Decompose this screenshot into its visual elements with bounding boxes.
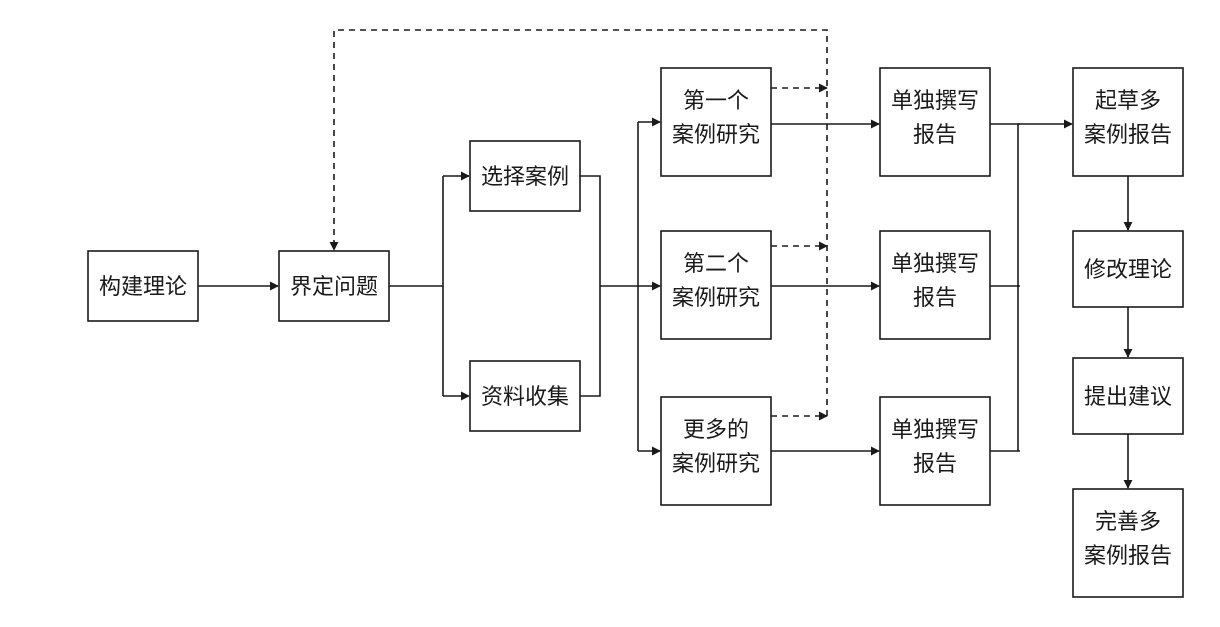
individual-report-3-box: [879, 396, 991, 506]
refine-report-label-line2: 案例报告: [1084, 544, 1172, 569]
draft-cross-case-report-box: [1072, 67, 1184, 177]
individual-report-1-label-line1: 单独撰写: [891, 89, 979, 114]
individual-report-1-box: [879, 67, 991, 177]
case-study-2-label-line1: 第二个: [683, 252, 749, 277]
case-study-1-label-line1: 第一个: [683, 89, 749, 114]
case-study-2-box: [660, 230, 772, 340]
case-study-3-label-line2: 案例研究: [672, 452, 760, 477]
individual-report-2-label-line1: 单独撰写: [891, 252, 979, 277]
refine-cross-case-report-box: [1072, 488, 1184, 598]
revise-theory-label: 修改理论: [1084, 258, 1172, 283]
connector-select-out: [580, 175, 601, 397]
individual-report-2-box: [879, 230, 991, 340]
propose-suggestions-box: [1072, 357, 1184, 435]
refine-report-label-line1: 完善多: [1095, 510, 1161, 535]
case-study-3-label-line1: 更多的: [683, 418, 749, 443]
collect-data-label: 资料收集: [481, 385, 569, 410]
individual-report-3-label-line1: 单独撰写: [891, 418, 979, 443]
select-cases-label: 选择案例: [481, 165, 569, 190]
case-study-1-label-line2: 案例研究: [672, 123, 760, 148]
case-study-3-box: [660, 396, 772, 506]
dashed-feedback-loop: [329, 29, 828, 416]
case-study-2-label-line2: 案例研究: [672, 286, 760, 311]
draft-report-label-line2: 案例报告: [1084, 123, 1172, 148]
propose-suggestions-label: 提出建议: [1084, 385, 1172, 410]
case-study-1-box: [660, 67, 772, 177]
individual-report-1-label-line2: 报告: [913, 123, 957, 148]
draft-report-label-line1: 起草多: [1095, 89, 1161, 114]
build-theory-box: [87, 250, 199, 322]
define-problem-box: [278, 250, 390, 322]
select-cases-box: [469, 140, 581, 212]
individual-report-2-label-line2: 报告: [913, 286, 957, 311]
define-problem-label: 界定问题: [290, 275, 378, 300]
individual-report-3-label-line2: 报告: [913, 452, 957, 477]
build-theory-label: 构建理论: [99, 275, 187, 300]
